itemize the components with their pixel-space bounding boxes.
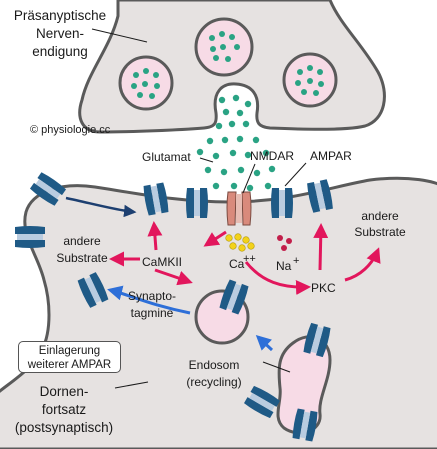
sodium-charge: + bbox=[293, 255, 299, 267]
ampar-label: AMPAR bbox=[310, 149, 352, 163]
other-substrates-label: andere bbox=[63, 234, 101, 248]
other-substrates-label: Substrate bbox=[354, 225, 406, 239]
trafficking-arrow bbox=[107, 285, 191, 315]
glutamate-molecules bbox=[196, 94, 276, 192]
sodium-label: Na bbox=[276, 259, 292, 273]
leader-lines bbox=[91, 28, 307, 389]
copyright-label: © physiologie.cc bbox=[30, 124, 111, 136]
ampa-receptor bbox=[15, 226, 45, 248]
ampa-receptor bbox=[271, 188, 293, 218]
other-substrates-label: andere bbox=[361, 209, 399, 223]
synaptic-vesicle bbox=[194, 17, 254, 77]
spine-label: (postsynaptisch) bbox=[15, 420, 113, 435]
synaptotagmin-label: Synapto- bbox=[128, 289, 176, 303]
presynaptic-label: Nerven- bbox=[36, 26, 84, 41]
calcium-charge: ++ bbox=[243, 253, 256, 265]
ampar-insertion-line: Einlagerung bbox=[38, 345, 101, 357]
ampa-receptor bbox=[186, 188, 208, 218]
endosome-label: Endosom bbox=[189, 358, 240, 372]
other-substrates-label: Substrate bbox=[56, 251, 108, 265]
nmdar-label: NMDAR bbox=[250, 149, 294, 163]
ampar-insertion-box: Einlagerung weiterer AMPAR bbox=[18, 341, 121, 373]
synaptotagmin-label: tagmine bbox=[131, 306, 174, 320]
spine-label: Dornen- bbox=[40, 384, 89, 399]
calcium-ions bbox=[225, 233, 255, 252]
presynaptic-label: Präsanyptische bbox=[14, 8, 106, 23]
endosome-label: (recycling) bbox=[186, 375, 241, 389]
trafficking-arrow bbox=[255, 334, 274, 352]
synaptic-vesicle bbox=[282, 52, 338, 108]
signal-arrows bbox=[109, 221, 381, 295]
ampar-vesicle bbox=[194, 279, 250, 345]
ampar-insertion-line: weiterer AMPAR bbox=[27, 359, 112, 371]
presynaptic-label: endigung bbox=[32, 44, 88, 59]
synaptic-vesicle bbox=[118, 55, 174, 111]
nmda-receptor bbox=[226, 191, 252, 226]
sodium-ions bbox=[277, 235, 292, 251]
pkc-label: PKC bbox=[311, 281, 336, 295]
lateral-diffusion-arrow bbox=[65, 196, 137, 218]
glutamate-label: Glutamat bbox=[142, 150, 191, 164]
calcium-label: Ca bbox=[229, 257, 245, 271]
endosome bbox=[243, 322, 332, 442]
camkii-label: CaMKII bbox=[142, 255, 182, 269]
spine-label: fortsatz bbox=[42, 402, 87, 417]
